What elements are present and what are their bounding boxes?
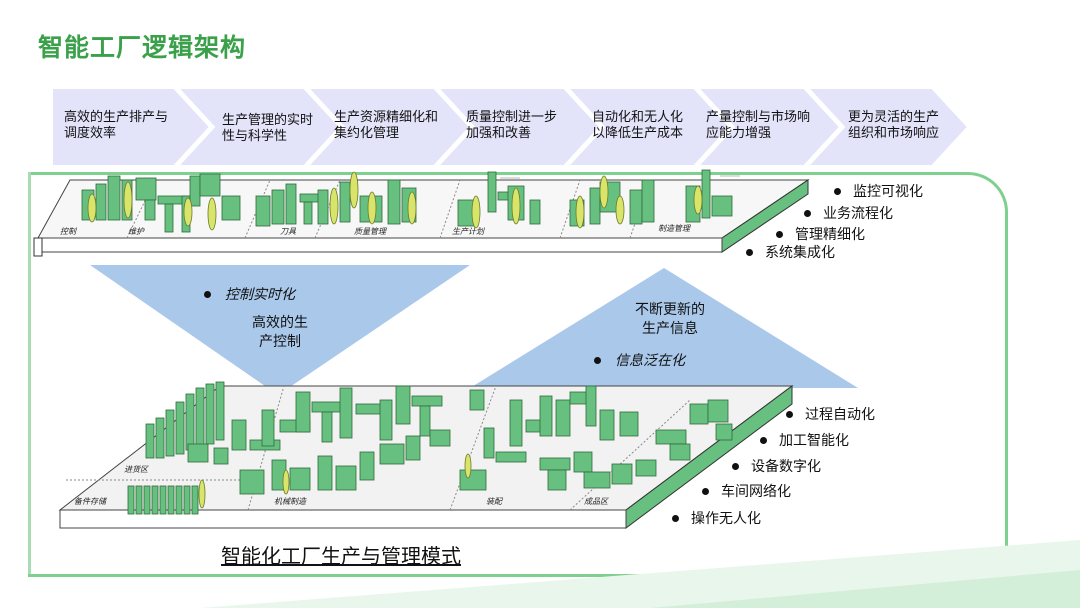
benefit-3-line2: 集约化管理 <box>334 126 400 141</box>
chevron-4 <box>436 88 602 166</box>
benefit-5-line1: 自动化和无人化 <box>592 110 684 125</box>
bottom-caption: 智能化工厂生产与管理模式 <box>221 544 461 568</box>
lower-feature-item: 操作无人化 <box>672 508 761 528</box>
chevron-2 <box>176 88 342 166</box>
chevron-7 <box>806 88 970 166</box>
bullet-dot <box>746 248 753 256</box>
benefits-chevron-band: 高效的生产排产与 调度效率 生产管理的实时 性与科学性 生产资源精细化和 集约化… <box>52 88 972 166</box>
down-triangle <box>90 265 470 395</box>
benefit-6-line2: 应能力增强 <box>706 126 772 141</box>
upper-feature-text: 监控可视化 <box>853 184 923 200</box>
up-triangle-bullet: 信息泛在化 <box>594 352 685 371</box>
lower-feature-text: 设备数字化 <box>751 459 821 475</box>
upper-feature-text: 系统集成化 <box>765 245 835 261</box>
upper-zone-label: 控制 <box>60 227 76 236</box>
upper-zone-label: 生产计划 <box>452 227 484 236</box>
flow-lines <box>500 175 740 179</box>
bullet-dot <box>834 187 841 195</box>
green-frame-left-edge <box>28 172 31 574</box>
chevron-6 <box>696 88 842 166</box>
lower-feature-item: 车间网络化 <box>702 481 791 501</box>
lower-feature-item: 设备数字化 <box>732 456 821 476</box>
benefit-4: 质量控制进一步 加强和改善 <box>466 110 557 142</box>
lower-equipment <box>127 381 733 515</box>
green-frame-bottom-edge <box>28 574 1008 577</box>
lower-columns <box>198 453 472 509</box>
upper-feature-text: 管理精细化 <box>795 227 865 243</box>
up-triangle <box>470 268 858 388</box>
up-triangle-text: 不断更新的 生产信息 <box>620 301 720 339</box>
benefit-4-line2: 加强和改善 <box>466 126 532 141</box>
upper-feature-text: 业务流程化 <box>823 206 893 222</box>
down-triangle-text: 高效的生 产控制 <box>230 314 330 352</box>
chevron-shapes <box>52 88 970 166</box>
bottom-green-swoosh-inner <box>650 570 1080 608</box>
down-triangle-line2: 产控制 <box>259 334 301 350</box>
upper-zone-label: 质量管理 <box>354 227 386 236</box>
lower-feature-text: 车间网络化 <box>721 484 791 500</box>
upper-platform-front <box>37 237 723 253</box>
upper-zone-label: 维护 <box>128 227 144 236</box>
page-title: 智能工厂逻辑架构 <box>38 33 247 62</box>
benefit-5-line2: 以降低生产成本 <box>592 126 684 141</box>
bullet-dot <box>804 209 811 217</box>
lower-feature-text: 加工智能化 <box>779 433 849 449</box>
benefit-7: 更为灵活的生产 组织和市场响应 <box>848 110 939 142</box>
benefit-7-line1: 更为灵活的生产 <box>848 110 940 125</box>
chevron-3 <box>306 88 472 166</box>
bullet-dot <box>786 410 793 418</box>
lower-zone-label: 成品区 <box>584 497 608 506</box>
benefit-6-line1: 产量控制与市场响 <box>706 110 811 125</box>
upper-feature-item: 业务流程化 <box>804 203 893 223</box>
benefit-3: 生产资源精细化和 集约化管理 <box>334 110 438 142</box>
benefit-4-line1: 质量控制进一步 <box>466 110 558 125</box>
upper-zone-label: 刀具 <box>280 227 296 236</box>
lower-zone-label: 备件存储 <box>74 497 106 506</box>
benefit-2: 生产管理的实时 性与科学性 <box>222 113 313 145</box>
upper-platform <box>33 169 810 257</box>
bullet-dot <box>672 514 679 522</box>
upper-platform-corner <box>33 237 43 257</box>
lower-platform-front <box>59 509 627 529</box>
chevron-5 <box>566 88 732 166</box>
bullet-dot <box>702 487 709 495</box>
benefit-3-line1: 生产资源精细化和 <box>334 110 439 125</box>
upper-equipment <box>81 169 733 233</box>
lower-feature-text: 过程自动化 <box>805 407 875 423</box>
benefit-2-line1: 生产管理的实时 <box>222 113 314 128</box>
benefit-7-line2: 组织和市场响应 <box>848 126 940 141</box>
lower-feature-text: 操作无人化 <box>691 511 761 527</box>
upper-zone-label: 制造管理 <box>658 224 690 233</box>
bullet-dot <box>594 356 601 364</box>
lower-zone-label: 机械制造 <box>274 497 306 506</box>
benefit-5: 自动化和无人化 以降低生产成本 <box>592 110 683 142</box>
up-triangle-bullet-text: 信息泛在化 <box>615 353 685 369</box>
chevron-1 <box>52 88 212 166</box>
bullet-dot <box>204 290 211 298</box>
benefit-1: 高效的生产排产与 调度效率 <box>64 110 168 142</box>
bullet-dot <box>776 230 783 238</box>
up-triangle-line1: 不断更新的 <box>635 302 705 318</box>
benefit-1-line2: 调度效率 <box>64 126 117 141</box>
down-triangle-line1: 高效的生 <box>252 315 308 331</box>
lower-zone-label: 进货区 <box>124 465 148 474</box>
down-triangle-bullet: 控制实时化 <box>204 286 295 305</box>
benefit-6: 产量控制与市场响 应能力增强 <box>706 110 810 142</box>
benefit-2-line2: 性与科学性 <box>222 129 288 144</box>
green-frame <box>28 172 1008 578</box>
upper-columns <box>87 171 703 231</box>
up-triangle-line2: 生产信息 <box>642 321 698 337</box>
lower-platform <box>58 381 794 529</box>
upper-feature-item: 系统集成化 <box>746 242 835 262</box>
upper-feature-item: 管理精细化 <box>776 224 865 244</box>
down-triangle-bullet-text: 控制实时化 <box>225 287 295 303</box>
lower-zone-label: 装配 <box>486 497 502 506</box>
upper-feature-item: 监控可视化 <box>834 181 923 201</box>
bullet-dot <box>760 436 767 444</box>
lower-feature-item: 加工智能化 <box>760 430 849 450</box>
benefit-1-line1: 高效的生产排产与 <box>64 110 169 125</box>
bullet-dot <box>732 462 739 470</box>
lower-feature-item: 过程自动化 <box>786 404 875 424</box>
